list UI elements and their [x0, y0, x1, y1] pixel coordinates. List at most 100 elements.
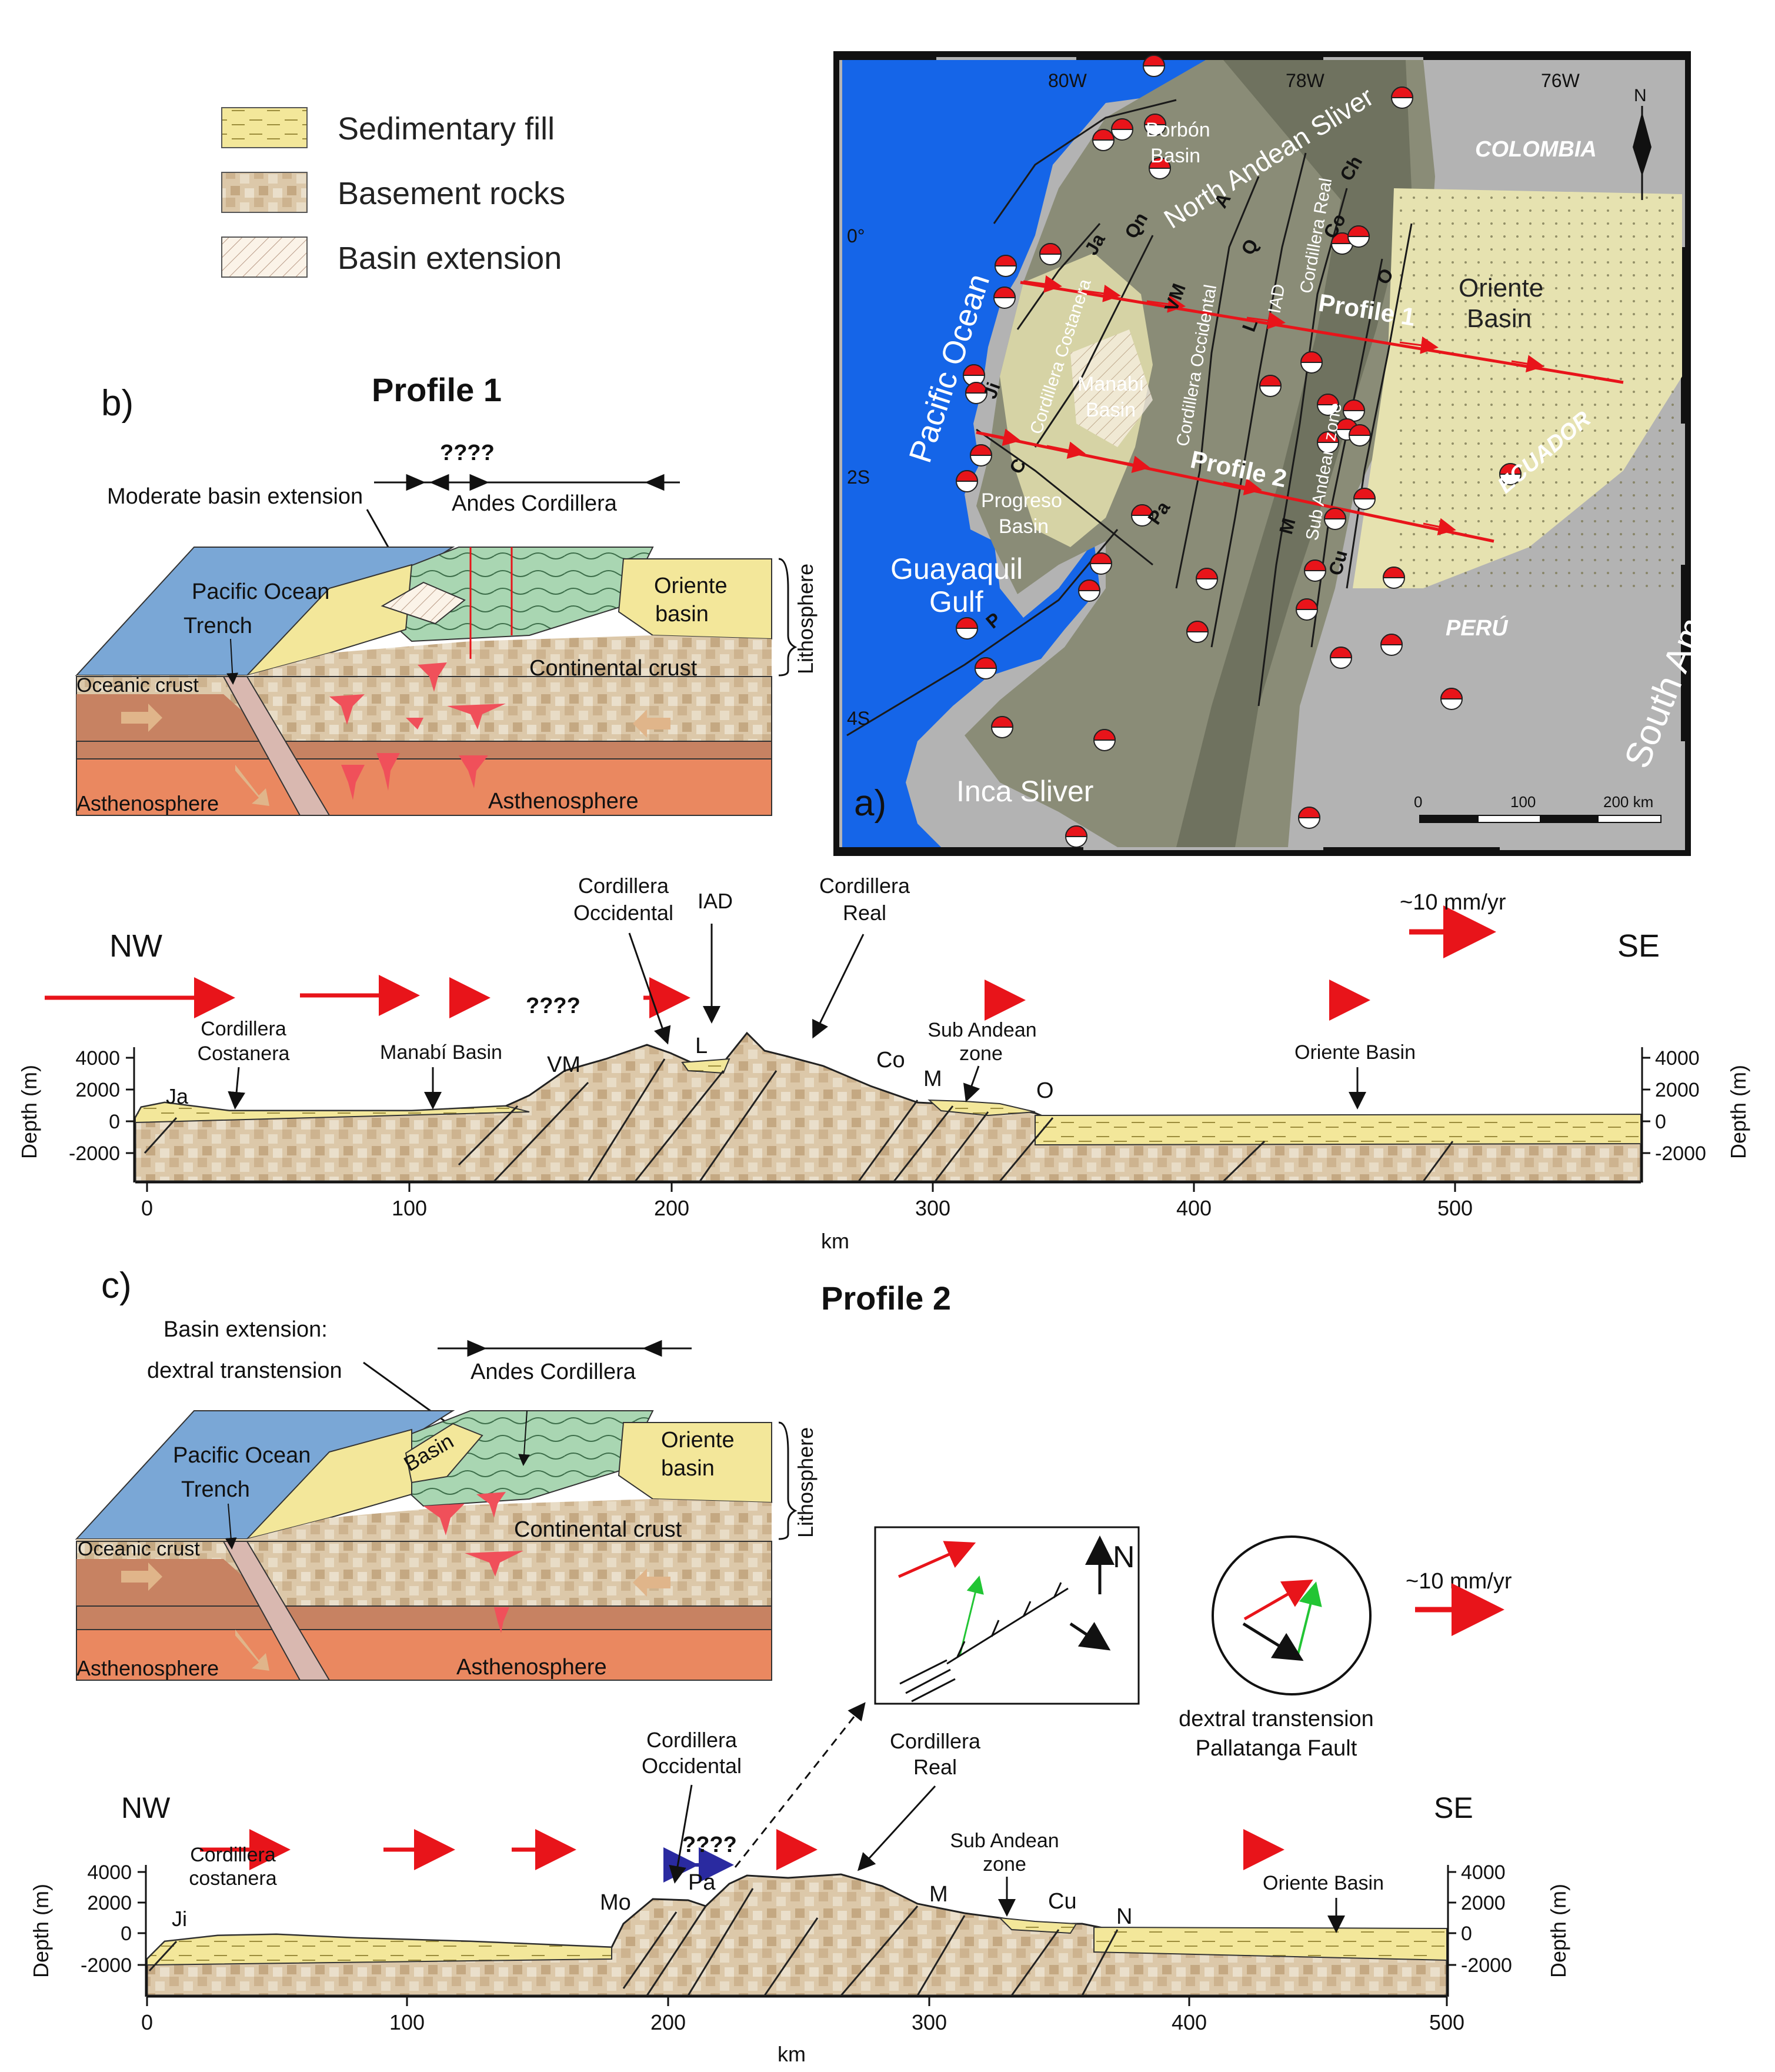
profile1-co: Co — [876, 1048, 905, 1072]
panel-b-convergence-arrows — [374, 474, 680, 491]
map-panel-letter: a) — [854, 783, 886, 824]
panel-c-title: Profile 2 — [821, 1280, 951, 1317]
panel-c-astheno-left: Asthenosphere — [76, 1656, 219, 1680]
panel-c-magma — [423, 1492, 523, 1633]
profile1-m: M — [923, 1067, 942, 1091]
panel-b-andes-label: Andes Cordillera — [452, 491, 618, 516]
profile1-l: L — [695, 1034, 708, 1058]
profile2-cord-occ-2: Occidental — [642, 1754, 742, 1778]
profile1-y-tick-labels-left: 4000 2000 0 -2000 — [69, 1047, 120, 1165]
profile2-cord-cost-1: Cordillera — [190, 1844, 276, 1866]
profile1-cord-cost-1: Cordillera — [201, 1018, 286, 1040]
svg-text:200: 200 — [654, 1196, 689, 1220]
svg-text:300: 300 — [915, 1196, 950, 1220]
north-arrow-icon: N — [1633, 86, 1651, 200]
inset-north-label: N — [1113, 1540, 1135, 1574]
map-panel: 80W 78W 76W 0° 2S 4S N Pacific Ocean COL… — [833, 51, 1775, 856]
profile2-sediment-coast — [146, 1933, 612, 1966]
panel-b-slab — [222, 676, 331, 816]
legend: Sedimentary fill Basement rocks Basin ex… — [221, 107, 565, 278]
panel-b-oriente-2: basin — [655, 602, 709, 627]
profile1-cord-cost-2: Costanera — [198, 1042, 290, 1065]
profile2-cord-occ-1: Cordillera — [646, 1728, 738, 1752]
profile2-nw: NW — [121, 1791, 171, 1824]
profile1-section: NW SE ~10 mm/yr ???? — [17, 874, 1750, 1253]
svg-text:500: 500 — [1437, 1196, 1473, 1220]
profile1-vm: VM — [547, 1052, 580, 1077]
map-velocity-arrows — [982, 275, 1544, 536]
profile2-km: km — [778, 2042, 806, 2066]
profile2-y-tick-labels-left: 4000 2000 0 -2000 — [81, 1861, 132, 1977]
inset-leader-dashed — [734, 1702, 866, 1868]
profile2-cord-real-2: Real — [913, 1755, 957, 1779]
panel-b-mantle-upper — [76, 694, 276, 741]
map-profile2-line — [976, 431, 1494, 543]
panel-c-litho: Lithosphere — [793, 1427, 818, 1538]
profile1-plate-arrows — [45, 905, 1496, 1021]
profile2-cord-cost-2: costanera — [189, 1867, 276, 1890]
map-lon-76w: 76W — [1541, 70, 1580, 91]
map-label-progreso-1: Progreso — [981, 489, 1062, 512]
map-focal-mechanisms — [955, 55, 1522, 848]
svg-text:0: 0 — [141, 1196, 153, 1220]
velocity-triangle — [1212, 1535, 1372, 1695]
svg-text:-2000: -2000 — [1461, 1954, 1512, 1977]
panel-b-oceanic: Oceanic crust — [76, 674, 199, 697]
profile1-nw: NW — [109, 928, 162, 964]
panel-b-litho-brace — [778, 558, 798, 677]
map-faults — [846, 99, 1413, 737]
svg-text:0: 0 — [1461, 1923, 1472, 1945]
map-label-progreso-2: Basin — [999, 515, 1049, 538]
map-label-oriente-1: Oriente — [1459, 274, 1543, 302]
panel-b-magma — [329, 662, 506, 800]
profile2-question: ???? — [682, 1833, 737, 1857]
svg-text:N: N — [1634, 86, 1647, 105]
map-label-guayaquil-2: Gulf — [929, 585, 983, 618]
profile1-cord-occ-2: Occidental — [573, 901, 673, 925]
panel-c-ext-2: dextral transtension — [147, 1358, 342, 1383]
map-label-inca-sliver: Inca Sliver — [956, 775, 1093, 808]
legend-label-basement: Basement rocks — [338, 176, 565, 211]
svg-text:0: 0 — [109, 1111, 120, 1133]
panel-b-trench: Trench — [183, 614, 252, 638]
panel-b-continental: Continental crust — [529, 656, 698, 681]
panel-b-oriente-1: Oriente — [654, 574, 728, 598]
panel-c-ext-1: Basin extension: — [164, 1317, 328, 1342]
map-lat-0: 0° — [847, 225, 865, 246]
map-label-borbon-1: Borbón — [1146, 119, 1210, 141]
svg-text:500: 500 — [1429, 2010, 1464, 2034]
panel-c-oriente-2: basin — [661, 1456, 715, 1481]
map-label-manabi-1: Manabí — [1077, 373, 1145, 395]
panel-b-oriente-top — [618, 558, 772, 640]
profile2-cu: Cu — [1048, 1889, 1077, 1914]
legend-label-sediment: Sedimentary fill — [338, 111, 555, 146]
legend-label-basin-extension: Basin extension — [338, 241, 562, 276]
profile2-m: M — [929, 1882, 948, 1907]
panel-c-oriente-1: Oriente — [661, 1428, 735, 1453]
svg-text:-2000: -2000 — [69, 1142, 120, 1165]
panel-c-andes: Andes Cordillera — [471, 1360, 636, 1384]
profile2-mo: Mo — [600, 1890, 631, 1915]
map-label-oriente-2: Basin — [1467, 304, 1532, 333]
svg-text:4000: 4000 — [75, 1047, 120, 1070]
panel-c-trench: Trench — [181, 1477, 250, 1502]
profile2-rate: ~10 mm/yr — [1406, 1569, 1512, 1594]
profile1-sediment-l — [681, 1058, 730, 1074]
inset-fault-kinematics: N — [874, 1526, 1140, 1705]
map-lat-2s: 2S — [847, 467, 870, 488]
profile2-sediment-subandean — [998, 1917, 1077, 1934]
map-ocean — [842, 60, 1206, 847]
svg-text:4000: 4000 — [1461, 1861, 1506, 1884]
panel-c-continental: Continental crust — [514, 1517, 682, 1542]
dextral-label-2: Pallatanga Fault — [1196, 1736, 1357, 1761]
legend-swatch-basement — [221, 172, 308, 213]
panel-b-title: Profile 1 — [372, 371, 502, 408]
svg-text:0: 0 — [141, 2010, 153, 2034]
svg-text:0: 0 — [121, 1923, 132, 1945]
panel-c-pacific: Pacific Ocean — [173, 1443, 311, 1468]
profile1-question: ???? — [526, 994, 580, 1018]
profile1-manabi: Manabí Basin — [380, 1041, 502, 1064]
profile1-ja: Ja — [166, 1084, 189, 1108]
profile1-rate: ~10 mm/yr — [1400, 890, 1506, 915]
panel-b-question: ???? — [440, 441, 495, 465]
